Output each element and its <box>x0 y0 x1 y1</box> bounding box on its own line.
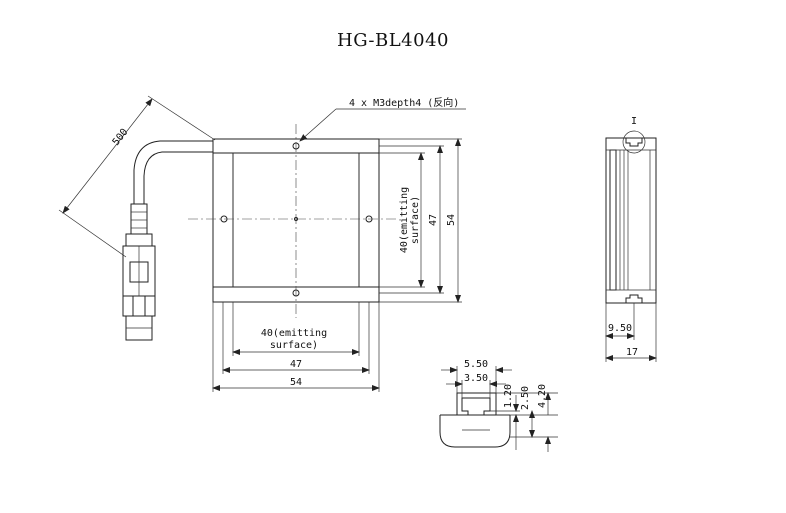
width-emitting-label-1: 40(emitting <box>261 328 327 339</box>
side-bottom-slot <box>625 294 643 303</box>
detail-dim-e-label: 4.20 <box>537 384 548 408</box>
front-view: 4 x M3depth4 (反向) 500 40(emitting surfac <box>58 95 466 392</box>
detail-slot-outer <box>456 392 497 415</box>
connector-collar <box>125 233 153 247</box>
detail-dim-b-label: 3.50 <box>464 373 488 384</box>
mount-hole-top <box>292 142 300 150</box>
side-offset-label: 9.50 <box>608 323 632 334</box>
detail-outer-profile <box>439 415 511 448</box>
connector-pin-left <box>122 295 134 317</box>
detail-dim-a-label: 5.50 <box>464 359 488 370</box>
detail-dim-c-label: 1.20 <box>503 384 514 408</box>
mount-hole-right <box>365 215 373 223</box>
front-right-column <box>358 152 380 288</box>
mount-hole-left <box>220 215 228 223</box>
height-outer-label: 54 <box>446 214 457 226</box>
width-emitting-label-2: surface) <box>270 340 318 351</box>
height-emitting-label-2: surface) <box>410 196 421 244</box>
cable-outer <box>133 140 213 204</box>
height-inner-label: 47 <box>428 214 439 226</box>
center-mark <box>294 217 298 221</box>
width-inner-label: 47 <box>290 359 302 370</box>
drawing-title: HG-BL4040 <box>337 30 449 51</box>
hole-note-text: 4 x M3depth4 (反向) <box>349 96 459 109</box>
width-outer-label: 54 <box>290 377 302 388</box>
side-top-slot <box>625 138 643 147</box>
side-view: I 9.50 17 <box>605 116 657 362</box>
cable-inner <box>143 151 213 204</box>
side-left-fin <box>609 149 617 291</box>
front-left-column <box>212 152 234 288</box>
connector-pin-right <box>144 295 156 317</box>
detail-circle <box>622 130 646 154</box>
side-depth-label: 17 <box>626 347 638 358</box>
mount-hole-bottom <box>292 289 300 297</box>
detail-dim-d-label: 2.50 <box>520 386 531 410</box>
height-emitting-label-1: 40(emitting <box>399 187 410 253</box>
detail-view: 5.50 3.50 1.20 2.50 4.20 <box>439 359 558 452</box>
detail-slot-inner <box>461 397 491 415</box>
cable-strain-relief <box>130 203 148 235</box>
cable-length-dimension <box>62 98 153 214</box>
detail-marker-label: I <box>631 116 637 127</box>
side-outer-body <box>605 137 657 304</box>
